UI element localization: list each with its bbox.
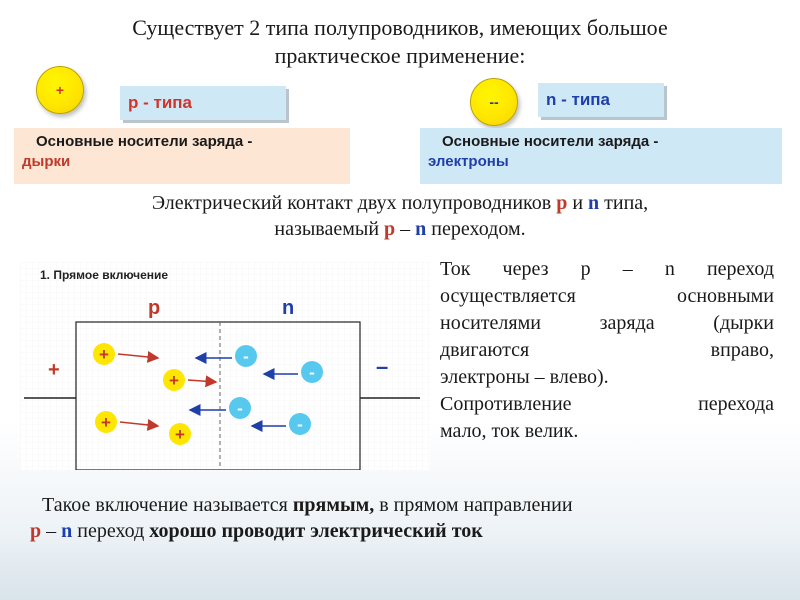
n-carrier-title: Основные носители заряда - [442,133,659,150]
title-line-2: практическое применение: [274,43,526,68]
p-type-label-box: p - типа [120,86,286,120]
left-terminal-plus: + [48,359,60,381]
contact-text-part: Электрический контакт двух полупроводник… [151,192,557,214]
bottom-bold-term: прямым, [292,494,375,516]
right-line-5: электроны – влево). [440,366,609,388]
minus-charge-circle: -- [470,78,518,126]
bottom-conclusion: Такое включение называется прямым, в пря… [20,492,780,544]
right-line-1: Ток через p – n переход [440,258,774,280]
bottom-text-part: в прямом направлении [374,494,573,516]
hole-sign: + [101,413,111,432]
p-carrier-value: дырки [22,153,71,170]
contact-text-part: и [567,192,589,214]
hole-3: + [95,411,160,433]
bottom-bold-phrase: хорошо проводит электрический ток [149,520,483,542]
n-letter: n [588,192,600,214]
electron-2: - [262,361,323,383]
dash: – [395,218,416,240]
contact-description: Электрический контакт двух полупроводник… [40,190,760,242]
minus-sign: -- [489,94,499,110]
slide-title: Существует 2 типа полупроводников, имеющ… [40,14,760,70]
right-line-3: носителями заряда (дырки [440,312,774,334]
n-type-label-box: n - типа [538,83,664,117]
diagram-p-label: p [148,297,160,319]
bottom-text-part: переход [72,520,150,542]
right-line-4: двигаются вправо, [440,339,774,361]
electron-sign: - [297,415,303,434]
hole-sign: + [169,371,179,390]
right-paragraph: Ток через p – n переход осуществляется о… [440,256,774,445]
electron-4: - [250,413,311,435]
dash: – [41,520,62,542]
n-type-label: n - типа [546,90,610,109]
semiconductor-body [75,321,361,470]
hole-4: + [169,423,191,445]
electron-sign: - [237,399,243,418]
plus-sign: + [55,82,65,98]
electron-3: - [188,397,251,419]
plus-charge-circle: + [36,66,84,114]
contact-text-part: переходом. [426,218,526,240]
n-carrier-box: Основные носители заряда - электроны [420,128,782,184]
p-letter: p [30,520,42,542]
hole-2: + [163,369,218,391]
n-letter: n [61,520,73,542]
hole-1: + [93,343,160,365]
n-carrier-value: электроны [428,153,509,170]
electron-sign: - [309,363,315,382]
bottom-text-part: Такое включение называется [42,494,293,516]
p-letter: p [384,218,396,240]
pn-junction-diagram: p n + – + + + + - - - - [20,262,430,470]
p-letter: p [556,192,568,214]
title-line-1: Существует 2 типа полупроводников, имеющ… [132,15,668,40]
right-line-2: осуществляется основными [440,285,774,307]
p-carrier-title: Основные носители заряда - [36,133,253,150]
diagram-background [20,262,430,470]
right-line-7: мало, ток велик. [440,420,579,442]
hole-sign: + [175,425,185,444]
electron-sign: - [243,347,249,366]
diagram-caption: 1. Прямое включение [40,268,169,282]
contact-text-part: называемый [274,218,385,240]
electron-1: - [194,345,257,367]
right-line-6: Сопротивление перехода [440,393,774,415]
hole-sign: + [99,345,109,364]
diagram-n-label: n [282,297,294,319]
p-type-label: p - типа [128,93,192,112]
p-carrier-box: Основные носители заряда - дырки [14,128,350,184]
n-letter: n [415,218,427,240]
right-terminal-minus: – [376,354,388,379]
contact-text-part: типа, [599,192,649,214]
